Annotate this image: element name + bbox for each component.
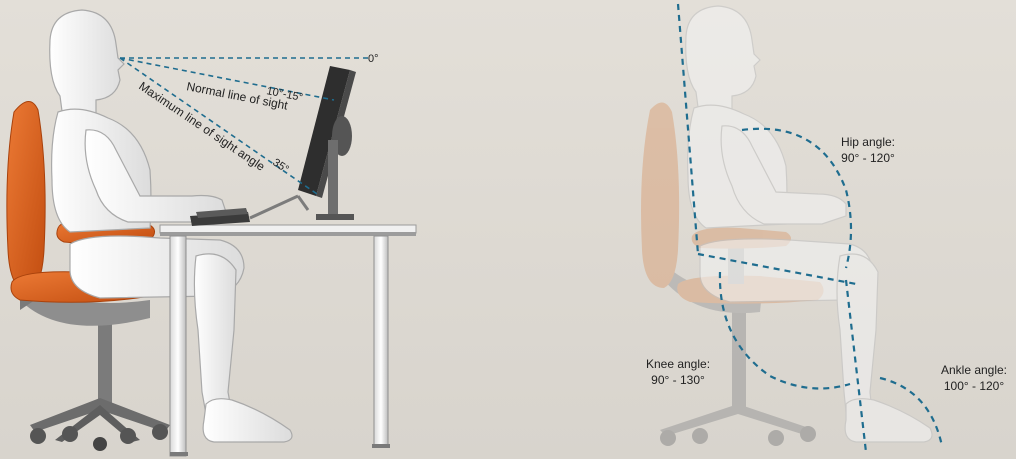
monitor-stand (328, 140, 338, 216)
hip-angle-range: 90° - 120° (841, 151, 895, 165)
desk-leg-front (170, 236, 186, 456)
ankle-angle-range: 100° - 120° (944, 379, 1005, 393)
desk-top (160, 225, 416, 233)
ankle-angle-title: Ankle angle: (941, 363, 1007, 377)
hip-angle-title: Hip angle: (841, 135, 895, 149)
desk-leg-back (374, 236, 388, 446)
knee-angle-title: Knee angle: (646, 357, 710, 371)
knee-angle-range: 90° - 130° (651, 373, 705, 387)
chair-backrest (7, 101, 45, 292)
zero-degree-label: 0° (368, 53, 379, 65)
